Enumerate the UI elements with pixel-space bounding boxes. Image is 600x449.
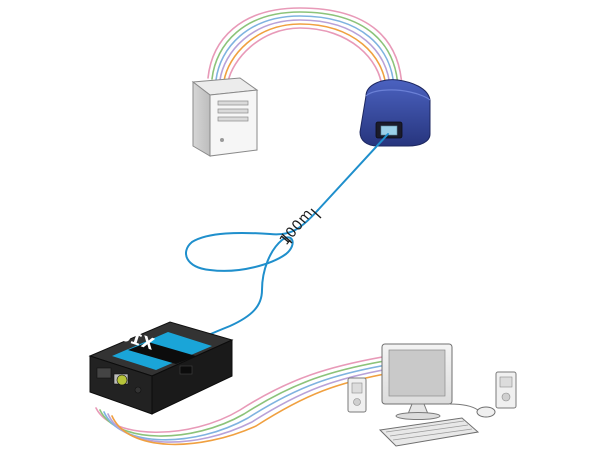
distance-label: 100m xyxy=(277,206,316,249)
speaker-left-icon xyxy=(347,377,367,413)
cable-length-markers xyxy=(281,208,322,244)
receiver-unit-icon: X100 xyxy=(88,321,234,415)
bottom-cable-bundle xyxy=(95,355,397,446)
monitor-icon xyxy=(381,343,453,420)
top-cable-bundle xyxy=(207,7,403,89)
keyboard-icon xyxy=(378,417,480,447)
server-tower-icon xyxy=(191,77,259,157)
mouse-icon xyxy=(449,403,496,418)
speaker-right-icon xyxy=(495,371,517,409)
transmitter-dongle-icon xyxy=(359,79,431,147)
cat-cable xyxy=(185,133,389,345)
